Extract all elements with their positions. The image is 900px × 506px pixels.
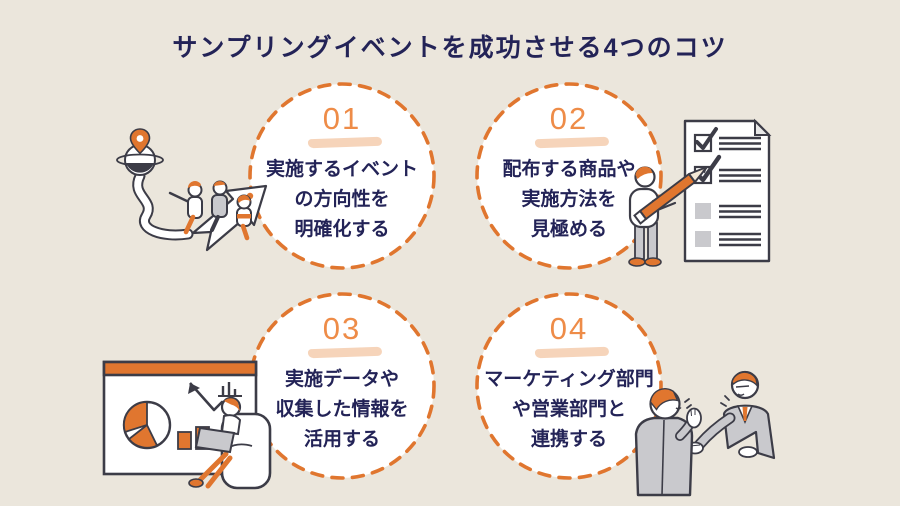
tip-text-line: 配布する商品や	[502, 159, 636, 180]
illustration-checklist	[628, 118, 772, 267]
tip-text: 実施するイベント の方向性を 明確化する	[266, 155, 418, 245]
number-highlight-stroke	[307, 136, 383, 149]
person-back	[236, 192, 254, 241]
businessman-left	[634, 388, 702, 497]
arrow-shape	[191, 184, 268, 252]
number-highlight-stroke	[307, 346, 383, 359]
pie-chart-icon	[122, 400, 172, 450]
tip-text-line: 見極める	[530, 219, 607, 240]
page-title: サンプリングイベントを成功させる4つのコツ	[172, 34, 728, 62]
tip-text-line: や営業部門と	[511, 399, 626, 420]
number-highlight-stroke	[534, 136, 610, 149]
tip-text-line: 明確化する	[294, 219, 390, 240]
tip-text: 実施データや 収集した情報を 活用する	[275, 365, 408, 455]
dashed-circle-border	[248, 82, 436, 270]
tip-text-line: 活用する	[303, 429, 380, 450]
illustration-discussion	[634, 370, 776, 497]
person-middle	[210, 180, 228, 232]
mini-bars-icon	[218, 382, 242, 397]
tip-number: 04	[549, 311, 589, 346]
tip-text-line: 実施データや	[284, 369, 399, 390]
tip-text-line: 収集した情報を	[275, 399, 409, 420]
number-highlight-stroke	[534, 346, 610, 359]
illustration-data-charts	[102, 360, 272, 490]
tip-text-line: 連携する	[530, 429, 607, 450]
tip-text-line: 実施方法を	[521, 189, 617, 210]
tip-number: 01	[322, 101, 362, 136]
businessman-right	[686, 370, 776, 460]
pencil-icon	[633, 166, 708, 225]
person-on-armchair	[188, 396, 272, 490]
tip-text-line: 実施するイベント	[265, 159, 418, 180]
tip-text: マーケティング部門 や営業部門と 連携する	[484, 365, 653, 455]
tip-text: 配布する商品や 実施方法を 見極める	[502, 155, 635, 245]
tip-number: 02	[549, 101, 589, 136]
tip-text-line: の方向性を	[294, 189, 390, 210]
tip-card-04: 04 マーケティング部門 や営業部門と 連携する	[474, 291, 664, 481]
tip-card-02: 02 配布する商品や 実施方法を 見極める	[474, 81, 664, 271]
dashed-circle-border	[475, 82, 663, 270]
person-pointing	[168, 180, 203, 235]
tip-card-03: 03 実施データや 収集した情報を 活用する	[247, 291, 437, 481]
illustration-team-on-arrow	[116, 128, 268, 252]
tip-number: 03	[322, 311, 362, 346]
tip-card-01: 01 実施するイベント の方向性を 明確化する	[247, 81, 437, 271]
dashed-circle-border	[475, 292, 663, 480]
laptop-icon	[194, 426, 236, 454]
checklist-document	[683, 118, 772, 263]
tip-text-line: マーケティング部門	[484, 369, 654, 390]
map-pin-icon	[129, 128, 151, 155]
